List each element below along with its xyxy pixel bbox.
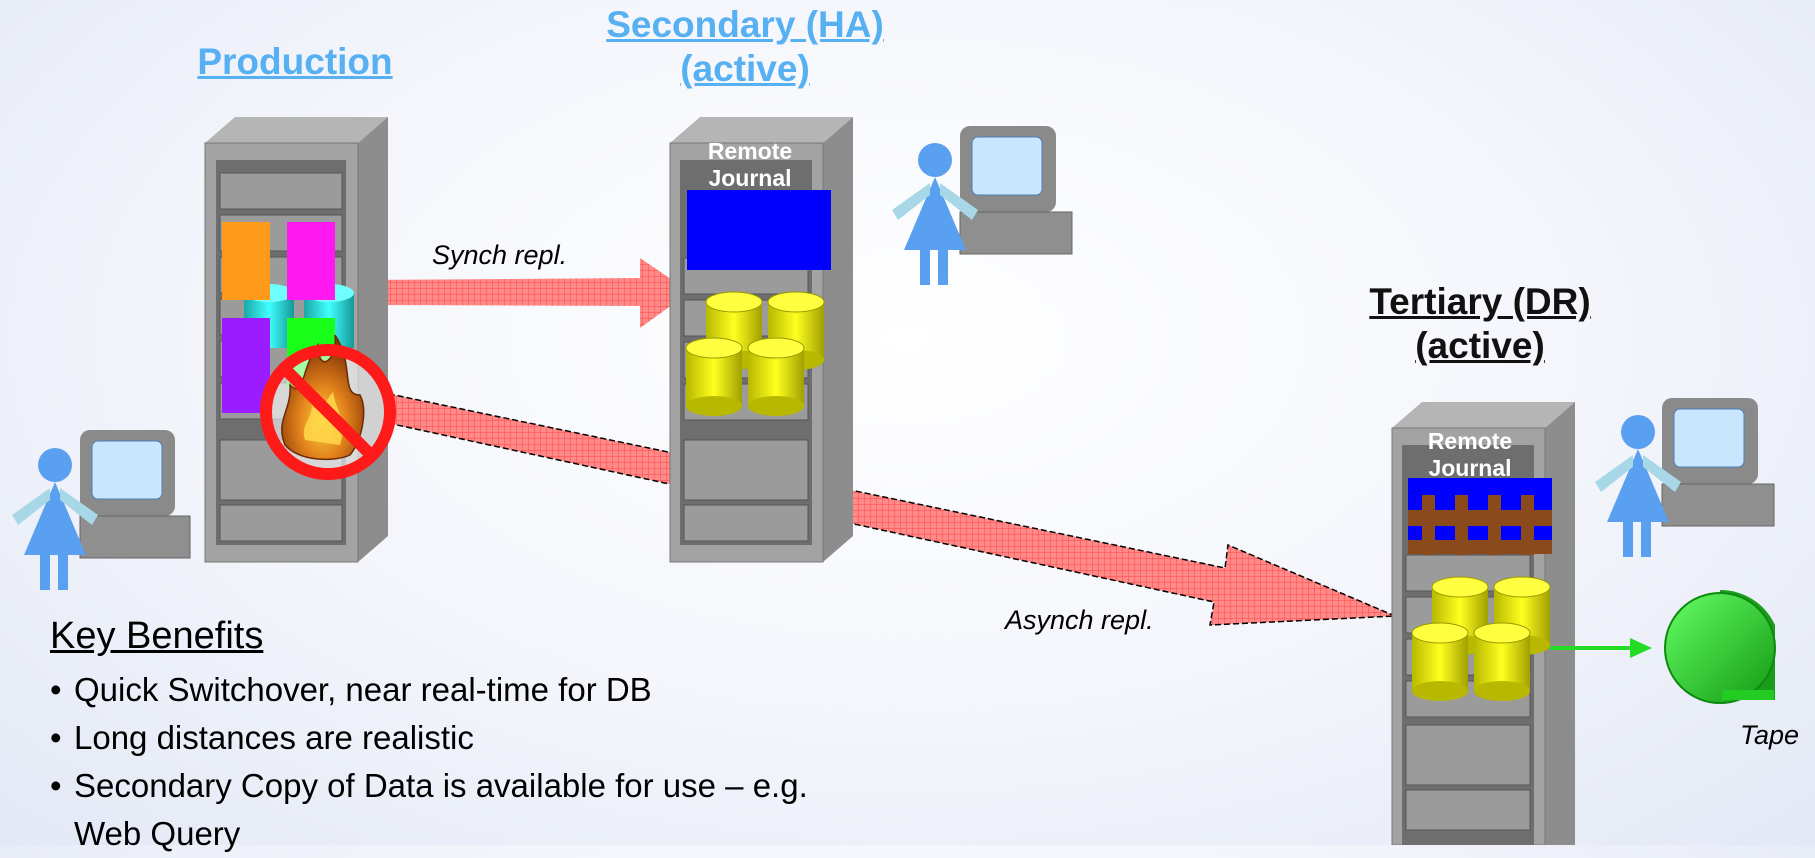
- synch-repl-arrow: [365, 258, 690, 328]
- production-label-text: Production: [197, 41, 393, 82]
- asynch-repl-label: Asynch repl.: [1005, 605, 1154, 635]
- secondary-remote-journal-line1: Remote: [707, 138, 793, 164]
- benefit-item-continuation: Web Query: [74, 815, 241, 852]
- key-benefits-section: Key Benefits Quick Switchover, near real…: [50, 615, 1050, 858]
- fire-disaster-icon: [260, 334, 396, 480]
- key-benefits-heading: Key Benefits: [50, 615, 264, 657]
- tertiary-database-icon: [1411, 576, 1551, 701]
- remote-journal-block: [687, 190, 831, 270]
- tape-label: Tape: [1740, 720, 1800, 750]
- production-label: Production: [150, 40, 440, 84]
- secondary-user-workstation-icon: [892, 126, 1073, 285]
- tape-icon: [1664, 589, 1776, 704]
- tertiary-remote-journal-fenced: [1408, 478, 1552, 555]
- tertiary-remote-journal-line2: Journal: [1428, 455, 1512, 481]
- secondary-remote-journal-line2: Journal: [708, 165, 792, 191]
- benefit-item: Long distances are realistic: [50, 714, 1050, 762]
- synch-repl-label: Synch repl.: [432, 240, 568, 270]
- benefit-item: Secondary Copy of Data is available for …: [50, 762, 1050, 810]
- production-user-workstation-icon: [12, 430, 191, 590]
- secondary-label-line2: (active): [680, 48, 810, 89]
- secondary-remote-journal-label: Remote Journal: [690, 138, 810, 192]
- key-benefits-list: Quick Switchover, near real-time for DB …: [50, 666, 1050, 858]
- tertiary-remote-journal-label: Remote Journal: [1410, 428, 1530, 482]
- tertiary-label-line1: Tertiary (DR): [1369, 281, 1591, 322]
- secondary-database-icon: [685, 291, 825, 416]
- tertiary-label-line2: (active): [1415, 325, 1545, 366]
- asynch-repl-arrow: [373, 391, 1396, 626]
- tertiary-user-workstation-icon: [1595, 398, 1775, 557]
- tertiary-label: Tertiary (DR) (active): [1330, 280, 1630, 368]
- production-server-rack: [204, 117, 388, 563]
- backup-arrow: [1550, 638, 1652, 658]
- tertiary-remote-journal-line1: Remote: [1427, 428, 1513, 454]
- secondary-label: Secondary (HA) (active): [560, 3, 930, 91]
- secondary-label-line1: Secondary (HA): [606, 4, 884, 45]
- benefit-item: Quick Switchover, near real-time for DB: [50, 666, 1050, 714]
